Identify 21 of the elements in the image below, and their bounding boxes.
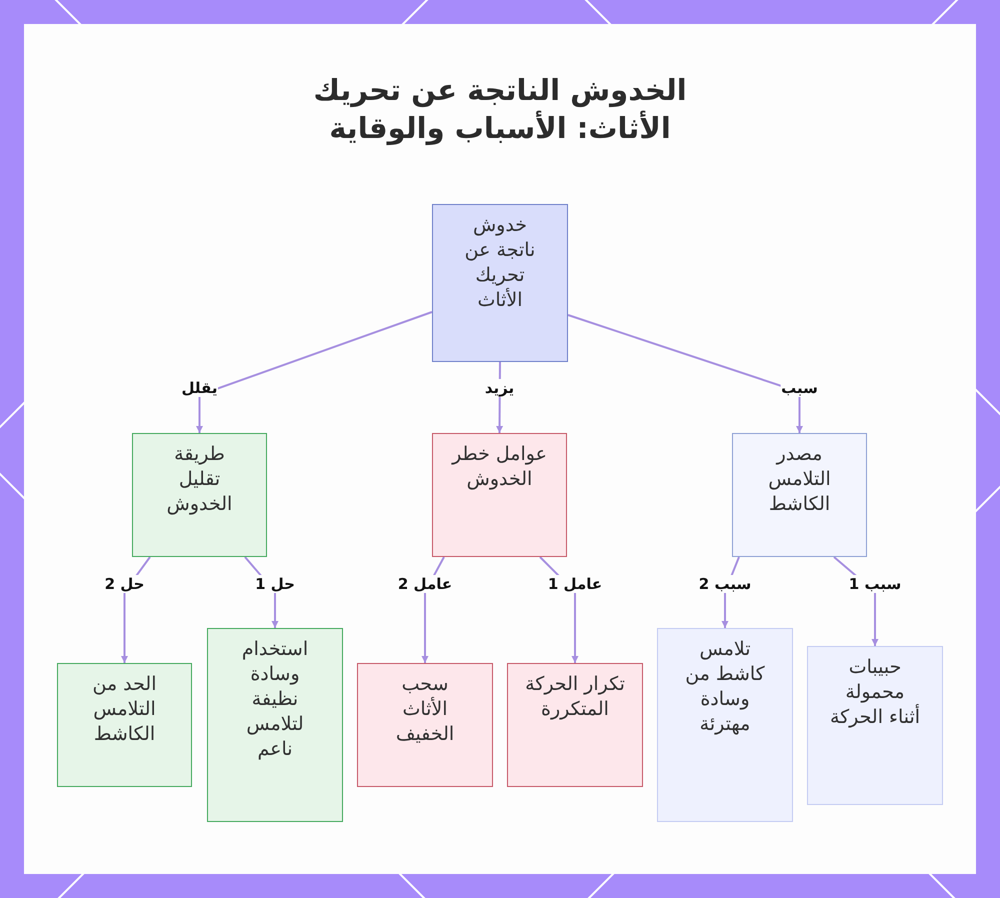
edge-label: يقلل bbox=[180, 379, 218, 397]
edge-label: حل 2 bbox=[104, 575, 146, 593]
detail-box: تكرار الحركة المتكررة bbox=[507, 663, 643, 787]
edge-label: عامل 2 bbox=[396, 575, 454, 593]
detail-box: تلامس كاشط من وسادة مهترئة bbox=[657, 628, 793, 822]
edge-label: سبب 2 bbox=[698, 575, 752, 593]
edge-label: عامل 1 bbox=[546, 575, 604, 593]
category-box: عوامل خطر الخدوش bbox=[432, 433, 567, 557]
edge-label: حل 1 bbox=[254, 575, 296, 593]
detail-box: الحد من التلامس الكاشط bbox=[57, 663, 192, 787]
topic-box: خدوش ناتجة عن تحريك الأثاث bbox=[432, 204, 568, 362]
category-box: طريقة تقليل الخدوش bbox=[132, 433, 267, 557]
detail-box: حبيبات محمولة أثناء الحركة bbox=[807, 646, 943, 805]
detail-box: سحب الأثاث الخفيف bbox=[357, 663, 493, 787]
edge-label: سبب 1 bbox=[848, 575, 902, 593]
detail-box: استخدام وسادة نظيفة لتلامس ناعم bbox=[207, 628, 343, 822]
category-box: مصدر التلامس الكاشط bbox=[732, 433, 867, 557]
connector bbox=[568, 314, 803, 433]
title: الخدوش الناتجة عن تحريك الأثاث: الأسباب والوقاية bbox=[312, 72, 688, 147]
connector bbox=[196, 311, 432, 433]
edge-label: يزيد bbox=[484, 379, 516, 397]
